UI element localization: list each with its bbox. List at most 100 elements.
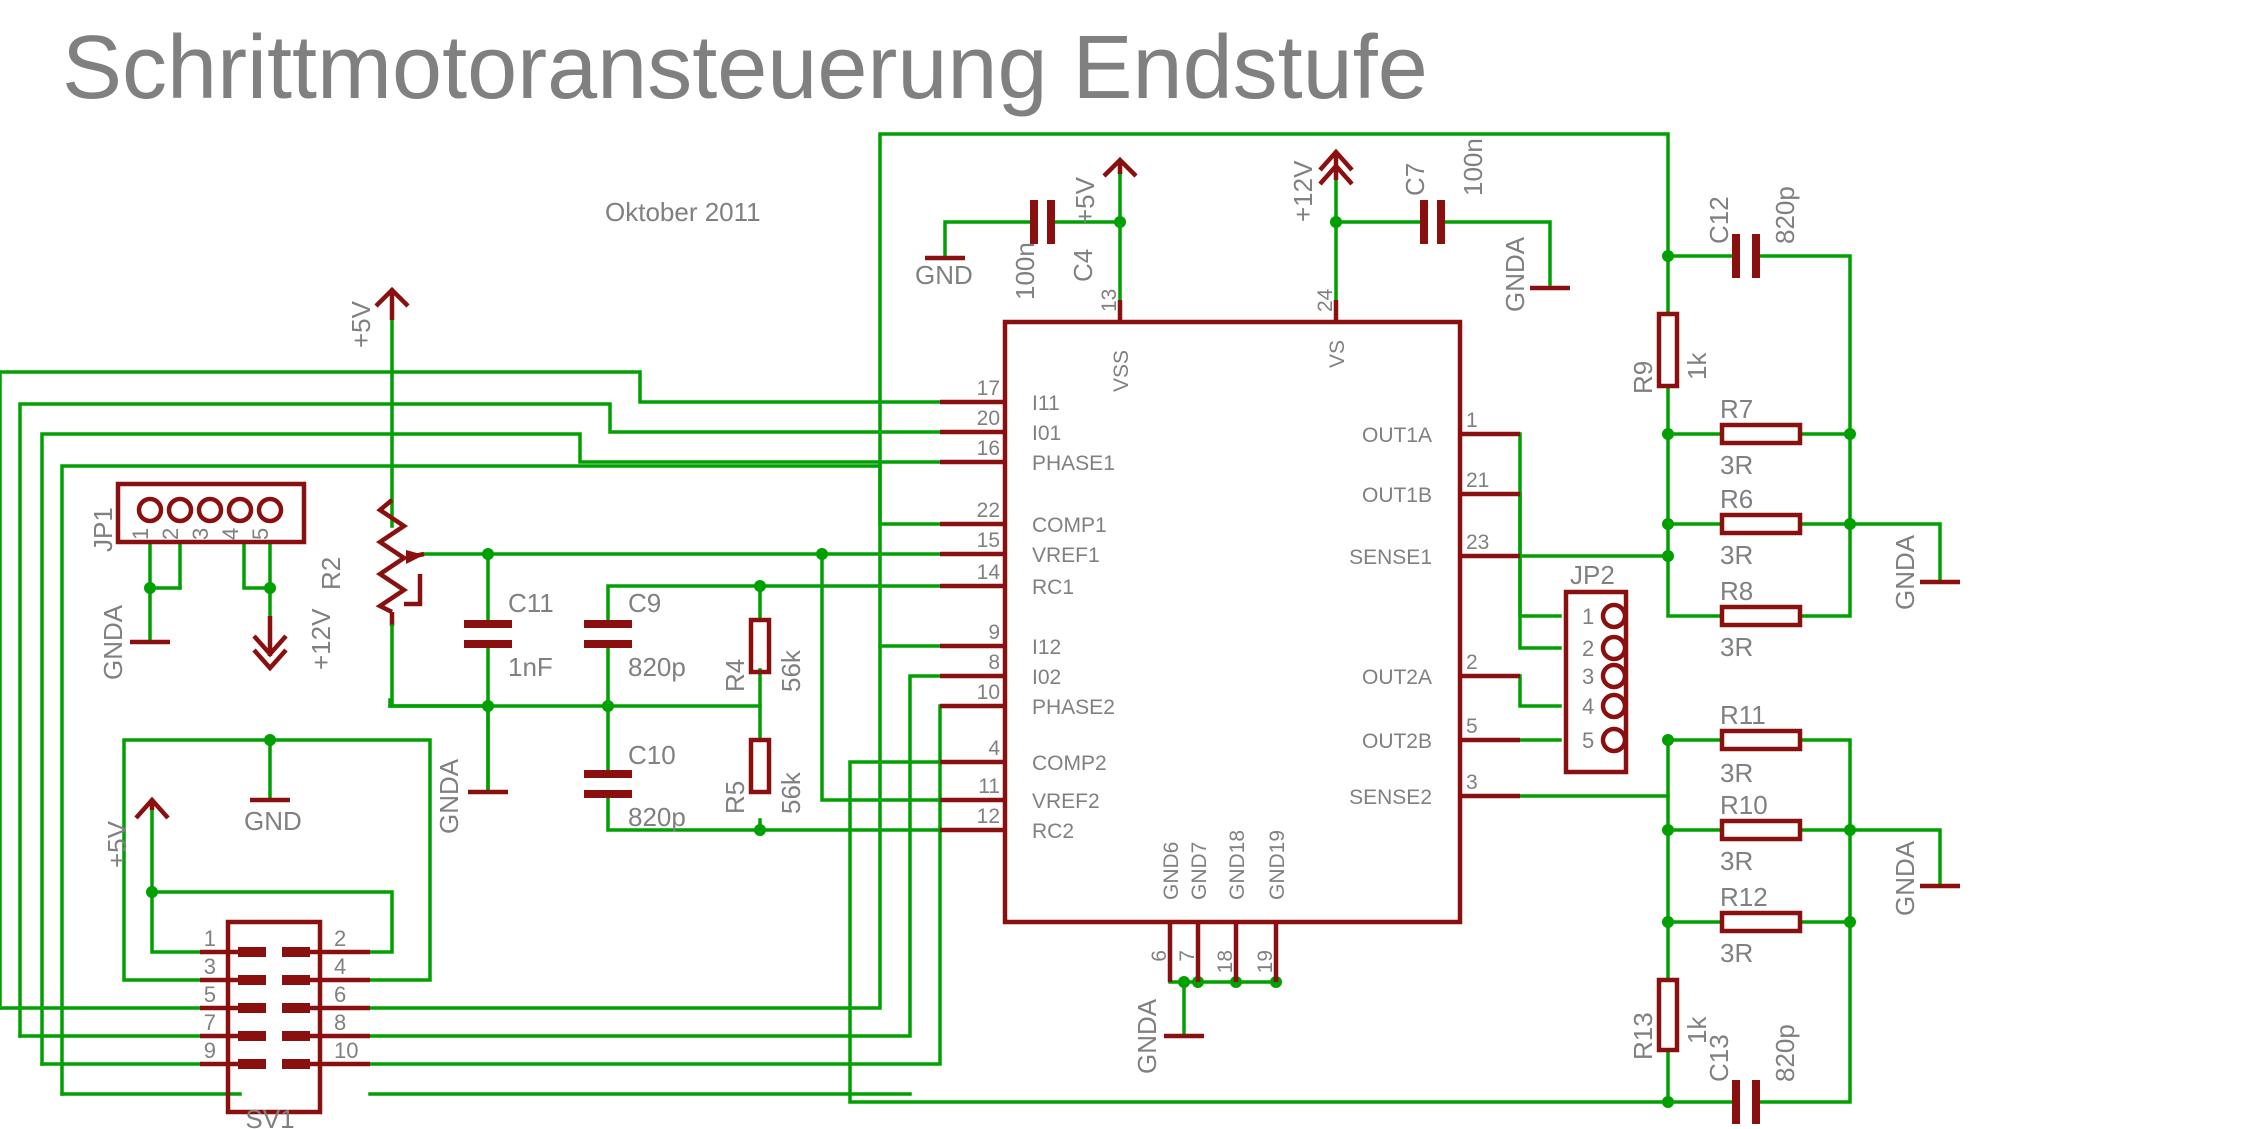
diagram-title: Schrittmotoransteuerung Endstufe bbox=[62, 18, 1428, 118]
ic-right-pin-name: SENSE1 bbox=[1349, 546, 1432, 569]
ic-left-pin-name: I12 bbox=[1032, 636, 1061, 659]
supply-5v-c4-label: +5V bbox=[1070, 176, 1100, 224]
ic-left-pin-name: PHASE1 bbox=[1032, 452, 1115, 475]
sv1-left-pin bbox=[238, 947, 266, 957]
ic-right-pin-number: 3 bbox=[1466, 771, 1478, 794]
c12-value: 820p bbox=[1770, 186, 1800, 244]
jp1-pin-pad bbox=[226, 496, 254, 524]
jp2-pin-number: 5 bbox=[1582, 728, 1594, 753]
ic-vs-label: VS bbox=[1326, 340, 1349, 368]
c7-name: C7 bbox=[1400, 163, 1430, 196]
supply-5v-sv1-label: +5V bbox=[102, 820, 132, 868]
sv1-left-pin-number: 3 bbox=[204, 954, 216, 979]
ground-gnda-sense1: GNDA bbox=[1890, 534, 1960, 610]
ic-right-pin-name: OUT1A bbox=[1362, 424, 1432, 447]
ic-left-pin-number: 14 bbox=[977, 561, 1001, 584]
ground-gnda-ic-label: GNDA bbox=[1132, 998, 1162, 1074]
jp2-pin-number: 1 bbox=[1582, 604, 1594, 629]
r7-value: 3R bbox=[1720, 450, 1753, 480]
ic-left-pin-number: 15 bbox=[977, 529, 1000, 552]
r4-value: 56k bbox=[776, 649, 806, 692]
ic-left-pin-number: 11 bbox=[978, 775, 1000, 798]
supply-12v-c7-label: +12V bbox=[1288, 160, 1318, 222]
r12-name: R12 bbox=[1720, 882, 1768, 912]
capacitor-c11: C11 1nF bbox=[464, 588, 554, 682]
ic-left-pin-name: I01 bbox=[1032, 422, 1061, 445]
c12-name: C12 bbox=[1704, 196, 1734, 244]
r5-value: 56k bbox=[776, 771, 806, 814]
r4-name: R4 bbox=[720, 659, 750, 692]
c9-value: 820p bbox=[628, 652, 686, 682]
ground-gnd-c4-label: GND bbox=[915, 260, 973, 290]
resistor-r7: R7 3R bbox=[1719, 394, 1803, 480]
sv1-right-pin-number: 6 bbox=[334, 982, 346, 1007]
ic-left-pin-number: 9 bbox=[988, 621, 1000, 644]
ic-left-pin-name: I02 bbox=[1032, 666, 1061, 689]
capacitor-c9: C9 820p bbox=[584, 588, 686, 682]
resistor-r5: R5 56k bbox=[720, 737, 806, 814]
ground-gnda-jp1: GNDA bbox=[98, 604, 170, 680]
r5-name: R5 bbox=[720, 781, 750, 814]
ic-left-pin-name: I11 bbox=[1032, 392, 1060, 415]
jp1-pin-number: 1 bbox=[128, 528, 153, 540]
r11-name: R11 bbox=[1720, 700, 1766, 730]
sv1-left-pin bbox=[238, 1059, 266, 1069]
sv1-right-pin-number: 8 bbox=[334, 1010, 346, 1035]
ic-left-pin-name: VREF1 bbox=[1032, 544, 1100, 567]
ic-left-pin-name: COMP2 bbox=[1032, 752, 1107, 775]
resistor-r11: R11 3R bbox=[1719, 700, 1803, 788]
jp2-pin-number: 2 bbox=[1582, 636, 1594, 661]
ic-left-pin-number: 22 bbox=[977, 499, 1000, 522]
ground-gnda-c11-label: GNDA bbox=[434, 758, 464, 834]
r8-name: R8 bbox=[1720, 576, 1753, 606]
ic-right-pin-name: OUT2B bbox=[1362, 730, 1432, 753]
ic-left-pin-number: 4 bbox=[988, 737, 1000, 760]
sv1-right-pin-number: 2 bbox=[334, 926, 346, 951]
ground-gnda-sense2: GNDA bbox=[1890, 840, 1960, 916]
jp1-pin-pad bbox=[136, 496, 164, 524]
resistor-r13: R13 1k bbox=[1628, 977, 1712, 1060]
ic-gnd-pin-name: GND7 bbox=[1188, 842, 1211, 900]
c11-name: C11 bbox=[508, 588, 554, 618]
resistor-r6: R6 3R bbox=[1719, 484, 1803, 570]
ic-right-pin-name: SENSE2 bbox=[1349, 786, 1432, 809]
sv1-left-pin-number: 9 bbox=[204, 1038, 216, 1063]
r6-name: R6 bbox=[1720, 484, 1753, 514]
ic-gnd-pin-number: 6 bbox=[1148, 950, 1171, 962]
sv1-right-pin bbox=[282, 1003, 310, 1013]
resistor-r9: R9 1k bbox=[1628, 311, 1712, 394]
supply-5v-sv1: +5V bbox=[102, 796, 170, 868]
jp1-pin-pad bbox=[256, 496, 284, 524]
jp1-pin-number: 4 bbox=[218, 528, 243, 540]
ic-gnd-pin-number: 19 bbox=[1254, 950, 1277, 973]
r6-value: 3R bbox=[1720, 540, 1753, 570]
resistor-r10: R10 3R bbox=[1719, 790, 1803, 876]
capacitor-c7: C7 100n bbox=[1400, 138, 1488, 244]
sv1-left-pin bbox=[238, 1003, 266, 1013]
sv1-left-pin-number: 7 bbox=[204, 1010, 216, 1035]
r13-value: 1k bbox=[1682, 1016, 1712, 1044]
r12-value: 3R bbox=[1720, 938, 1753, 968]
ic-right-pin-number: 5 bbox=[1466, 715, 1478, 738]
ic-left-pin-number: 12 bbox=[977, 805, 1000, 828]
supply-5v-r2: +5V bbox=[346, 286, 410, 348]
sv1-left-pin bbox=[238, 1031, 266, 1041]
ground-gnda-jp1-label: GNDA bbox=[98, 604, 128, 680]
r7-name: R7 bbox=[1720, 394, 1753, 424]
ic-left-pin-name: PHASE2 bbox=[1032, 696, 1115, 719]
ic-left-pin-name: COMP1 bbox=[1032, 514, 1107, 537]
c4-name: C4 bbox=[1068, 249, 1098, 282]
capacitor-c4: C4 100n bbox=[1010, 200, 1098, 300]
r8-value: 3R bbox=[1720, 632, 1753, 662]
c13-name: C13 bbox=[1704, 1034, 1734, 1082]
ic-left-pin-number: 16 bbox=[977, 437, 1000, 460]
ic-vss-label: VSS bbox=[1110, 350, 1133, 392]
ic-right-pin-number: 2 bbox=[1466, 651, 1478, 674]
c11-value: 1nF bbox=[508, 652, 553, 682]
jp2-pin-number: 4 bbox=[1582, 694, 1594, 719]
resistor-r4: R4 56k bbox=[720, 617, 806, 692]
capacitor-c13: C13 820p bbox=[1704, 1024, 1800, 1124]
